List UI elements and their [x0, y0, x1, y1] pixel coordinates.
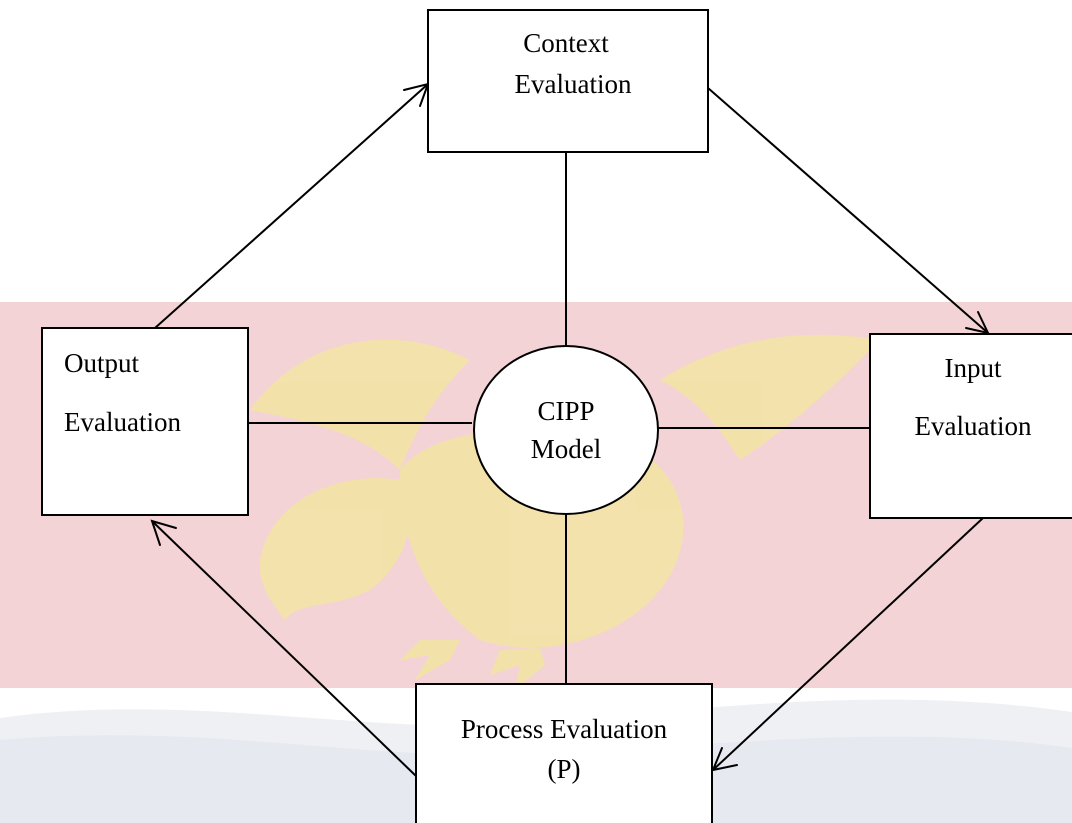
arrow-input-to-process: [712, 517, 984, 771]
arrow-process-to-output: [151, 520, 417, 777]
output-label-line2: Evaluation: [64, 407, 181, 437]
process-label-line1: Process Evaluation: [461, 714, 668, 744]
input-box: [869, 333, 1072, 519]
arrowhead-process-to-output: [150, 519, 177, 546]
arrow-output-to-context: [154, 83, 429, 329]
output-label-line1: Output: [64, 348, 140, 378]
input-label-line2: Evaluation: [915, 411, 1032, 441]
cycle-arrows: [150, 82, 990, 777]
node-output-evaluation: Output Evaluation: [41, 327, 249, 516]
node-context-evaluation: Context Evaluation: [427, 9, 709, 153]
node-input-evaluation: Input Evaluation: [869, 333, 1072, 519]
cipp-circle: [473, 345, 659, 515]
node-cipp-model: CIPP Model: [473, 345, 659, 515]
process-label-line2: (P): [548, 754, 581, 784]
center-connectors: [248, 152, 870, 684]
input-label-line1: Input: [945, 353, 1002, 383]
cipp-label-line1: CIPP: [537, 396, 594, 426]
arrow-context-to-input: [707, 87, 989, 334]
output-box: [41, 327, 249, 516]
context-box: [427, 9, 709, 153]
process-box: [415, 683, 713, 823]
context-label-line2: Evaluation: [515, 69, 632, 99]
cipp-label-line2: Model: [531, 434, 602, 464]
node-process-evaluation: Process Evaluation (P): [415, 683, 713, 823]
context-label-line1: Context: [523, 28, 609, 58]
